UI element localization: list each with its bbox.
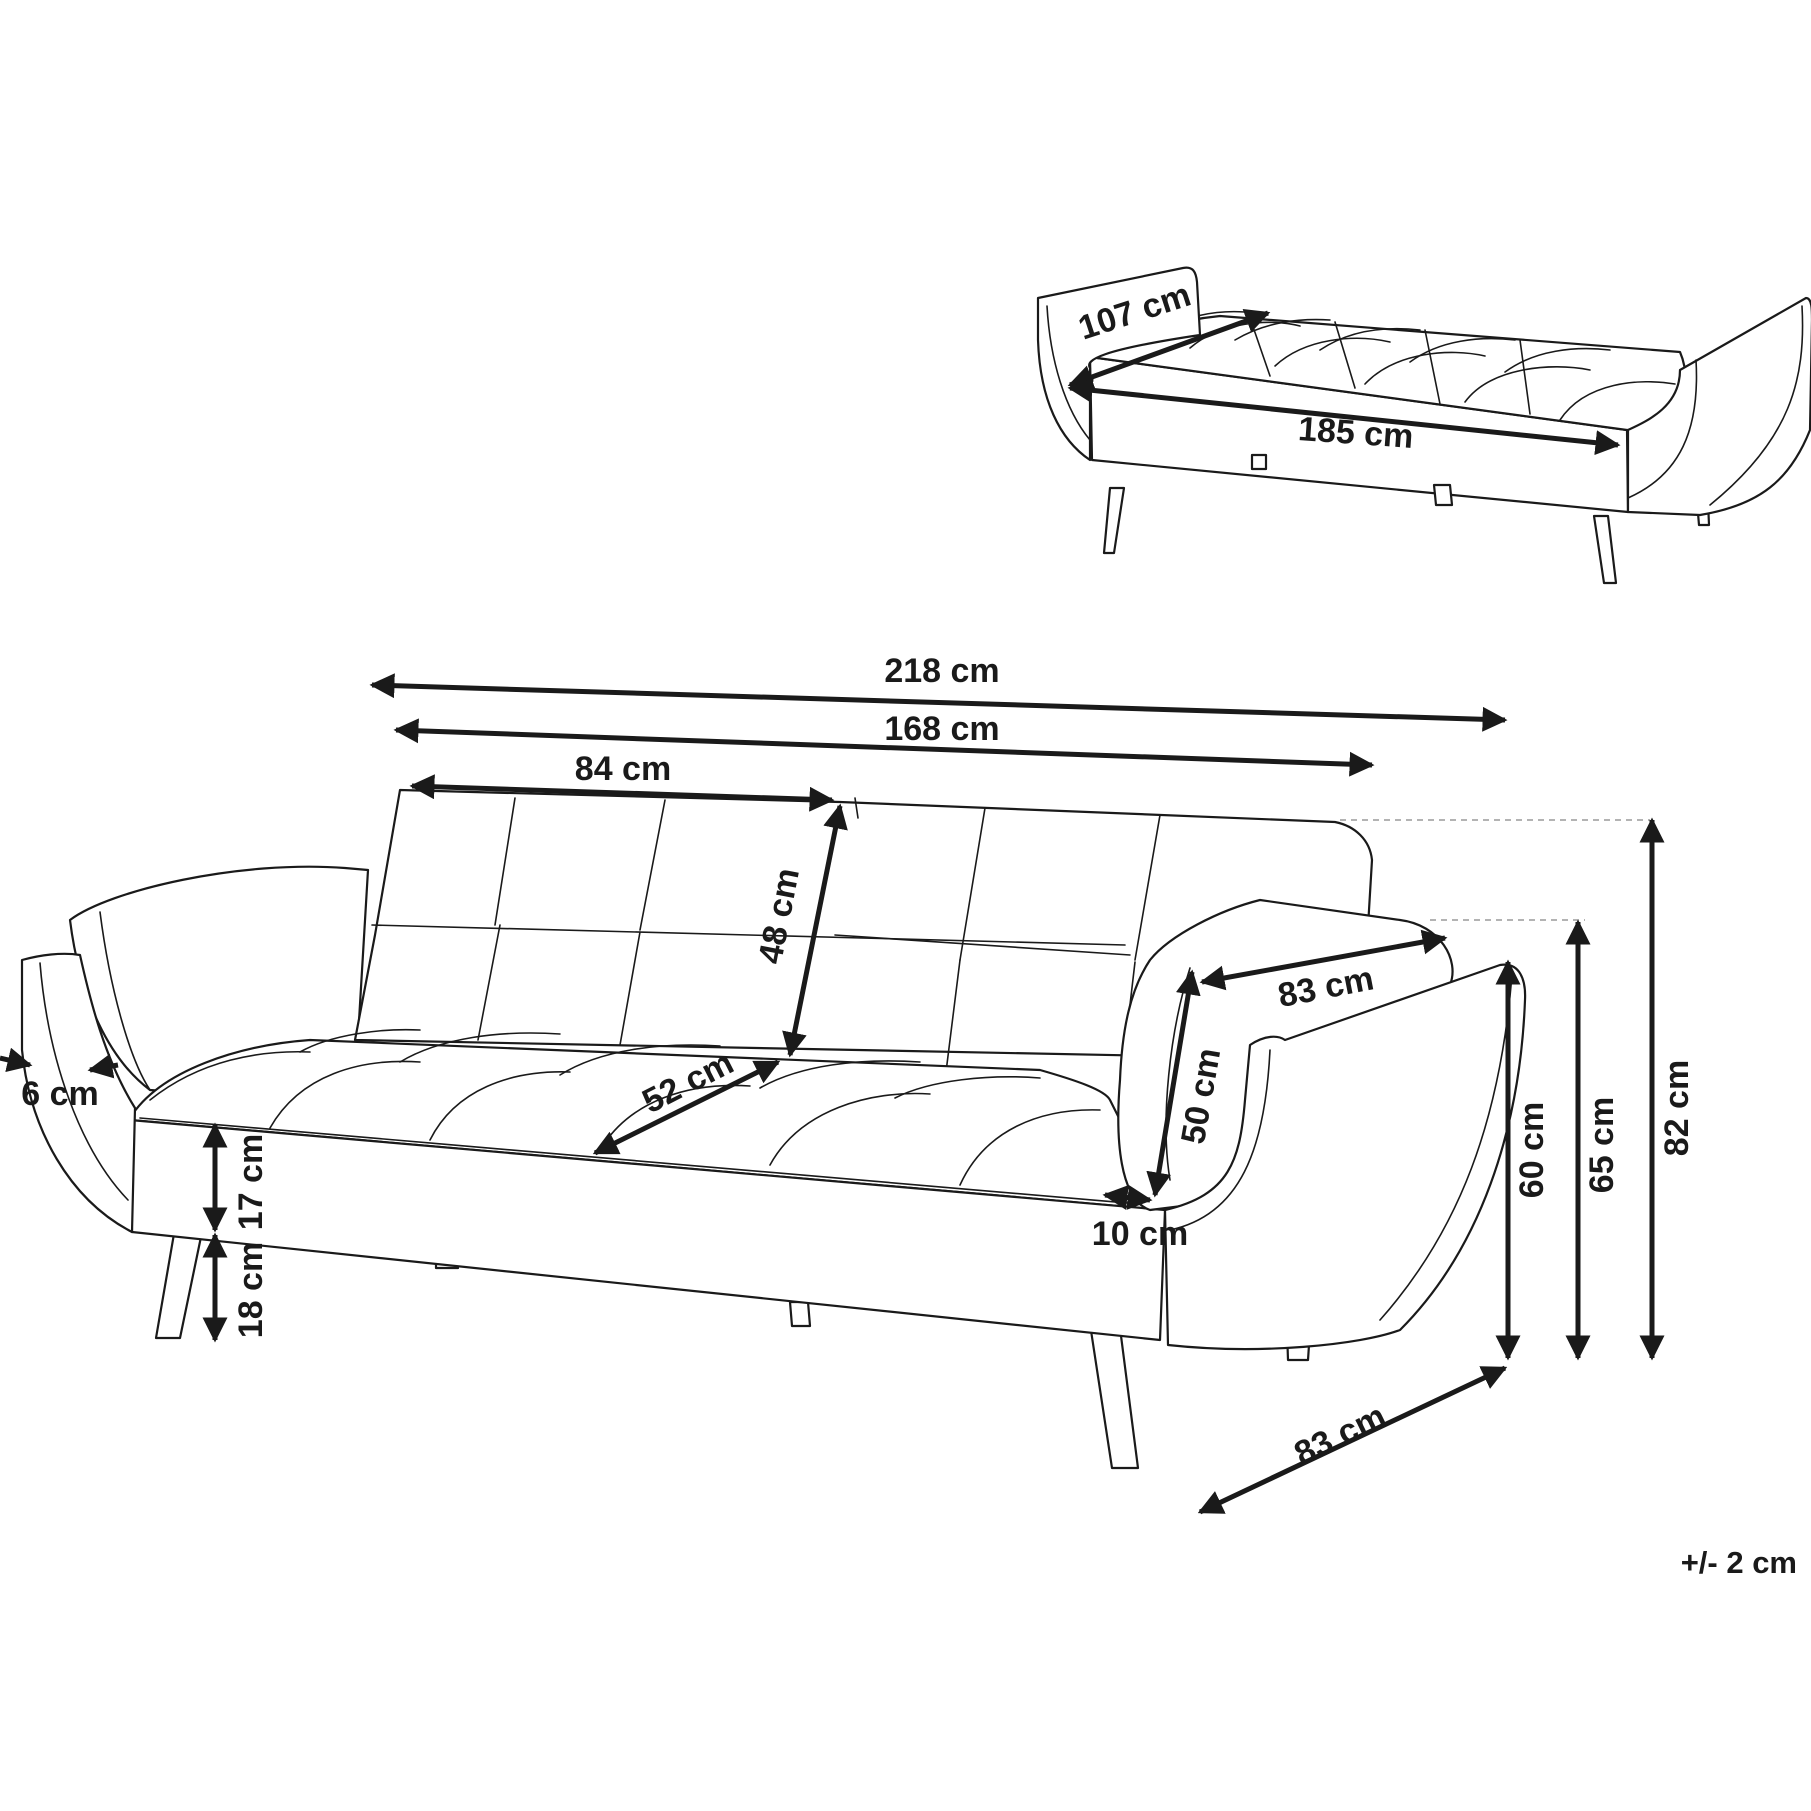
sofa-leg-front-left [154,1226,204,1340]
sofa-center-support [788,1300,812,1328]
bed-leg-front-left [1102,486,1126,555]
label-bed-length: 185 cm [1297,410,1415,456]
arrow-armrest-top-left [0,1047,33,1073]
arrow-seat-width [393,718,1375,777]
label-cushion-width: 84 cm [575,750,671,788]
arrow-armrest-thickness [1102,1185,1153,1210]
label-seat-height: 60 cm [1513,1102,1551,1198]
arrow-armrest-length [1199,929,1448,991]
label-armrest-top-thickness: 6 cm [21,1075,99,1113]
arrow-bed-depth [1067,308,1271,390]
label-overall-width: 218 cm [884,652,999,690]
arrow-overall-depth [1197,1365,1508,1515]
label-overall-depth: 83 cm [1289,1397,1392,1473]
arrow-cushion-width [409,774,835,812]
label-seat-thickness: 17 cm [232,1134,270,1230]
bed-center-support [1432,483,1454,507]
bed-hinge-bracket [1250,453,1268,471]
sofa-backrest-tufting [371,797,1161,1091]
bed-leg-front-right [1592,514,1618,585]
arrow-seat-depth [592,1059,781,1156]
arrow-bed-length [1067,377,1621,456]
label-armrest-thickness: 10 cm [1092,1215,1188,1253]
arrow-overall-width [369,673,1508,732]
label-leg-height: 18 cm [232,1242,270,1338]
sofa-left-arm-front [20,952,137,1234]
sofa-leg-front-right [1088,1322,1140,1470]
label-overall-height: 82 cm [1658,1060,1696,1156]
arrow-backrest-height [782,803,848,1058]
label-arm-height: 65 cm [1583,1097,1621,1193]
bed-right-armrest [1626,296,1811,517]
label-seat-width: 168 cm [884,710,999,748]
dimension-arrows [0,308,1665,1515]
arrow-armrest-top-right [87,1053,119,1079]
label-tolerance: +/- 2 cm [1681,1545,1797,1580]
arrow-armrest-inner-height [1146,969,1201,1198]
